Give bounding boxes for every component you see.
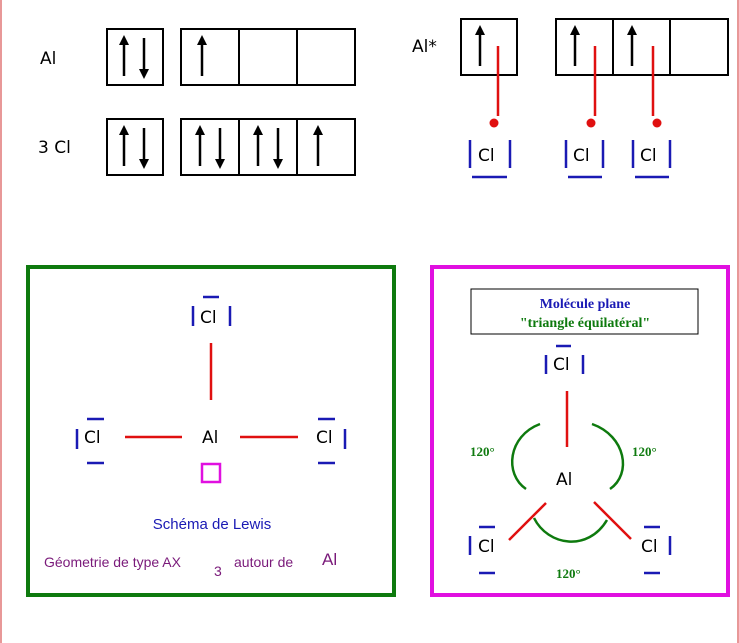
svg-text:Cl: Cl xyxy=(84,428,101,448)
svg-text:Cl: Cl xyxy=(641,537,658,557)
al-s-orbital xyxy=(106,28,164,86)
excited-bonds xyxy=(496,46,655,116)
al-p-orbitals xyxy=(180,28,356,86)
shape-caption-line2: "triangle équilatéral" xyxy=(520,316,650,331)
geometry-subscript: 3 xyxy=(214,563,222,579)
angle-bottom: 120° xyxy=(556,566,581,581)
empty-orbital-square xyxy=(200,462,222,484)
angle-right: 120° xyxy=(632,444,657,459)
geometry-text: Géometrie de type AX xyxy=(44,554,182,570)
label-3cl: 3 Cl xyxy=(38,138,71,158)
cl-electrons xyxy=(489,118,662,128)
label-al: Al xyxy=(40,49,56,69)
lewis-cl-right: Cl xyxy=(316,417,347,465)
shape-cl-left: Cl xyxy=(468,525,495,575)
lewis-title: Schéma de Lewis xyxy=(153,516,271,533)
label-al-star: Al* xyxy=(412,37,437,57)
al-star-s-orbital xyxy=(460,18,518,76)
svg-text:Cl: Cl xyxy=(640,146,657,166)
shape-al-center: Al xyxy=(556,470,572,490)
lewis-cl-top: Cl xyxy=(191,295,232,328)
shape-cl-right: Cl xyxy=(641,525,672,575)
svg-text:Cl: Cl xyxy=(573,146,590,166)
svg-text:Cl: Cl xyxy=(478,146,495,166)
geometry-suffix: autour de xyxy=(234,554,293,570)
shape-cl-top: Cl xyxy=(544,344,585,375)
shape-caption-line1: Molécule plane xyxy=(540,297,631,312)
al-star-p-orbitals xyxy=(555,18,729,76)
geometry-atom: Al xyxy=(322,550,337,569)
shape-bonds xyxy=(508,391,632,541)
svg-text:Cl: Cl xyxy=(316,428,333,448)
svg-text:Cl: Cl xyxy=(553,355,570,375)
shape-caption-box xyxy=(470,288,699,335)
lewis-al-center: Al xyxy=(202,428,218,448)
lewis-bonds xyxy=(125,343,298,439)
angle-arcs xyxy=(510,422,625,543)
cl-atom-2: Cl xyxy=(564,140,605,179)
svg-text:Cl: Cl xyxy=(200,308,217,328)
svg-text:Cl: Cl xyxy=(478,537,495,557)
lewis-cl-left: Cl xyxy=(75,417,104,465)
cl-s-orbital xyxy=(106,118,164,176)
cl-p-orbitals xyxy=(180,118,356,176)
angle-left: 120° xyxy=(470,444,495,459)
cl-atom-1: Cl xyxy=(468,140,512,179)
lewis-panel xyxy=(26,265,396,597)
cl-atom-3: Cl xyxy=(631,140,672,179)
shape-panel xyxy=(430,265,730,597)
